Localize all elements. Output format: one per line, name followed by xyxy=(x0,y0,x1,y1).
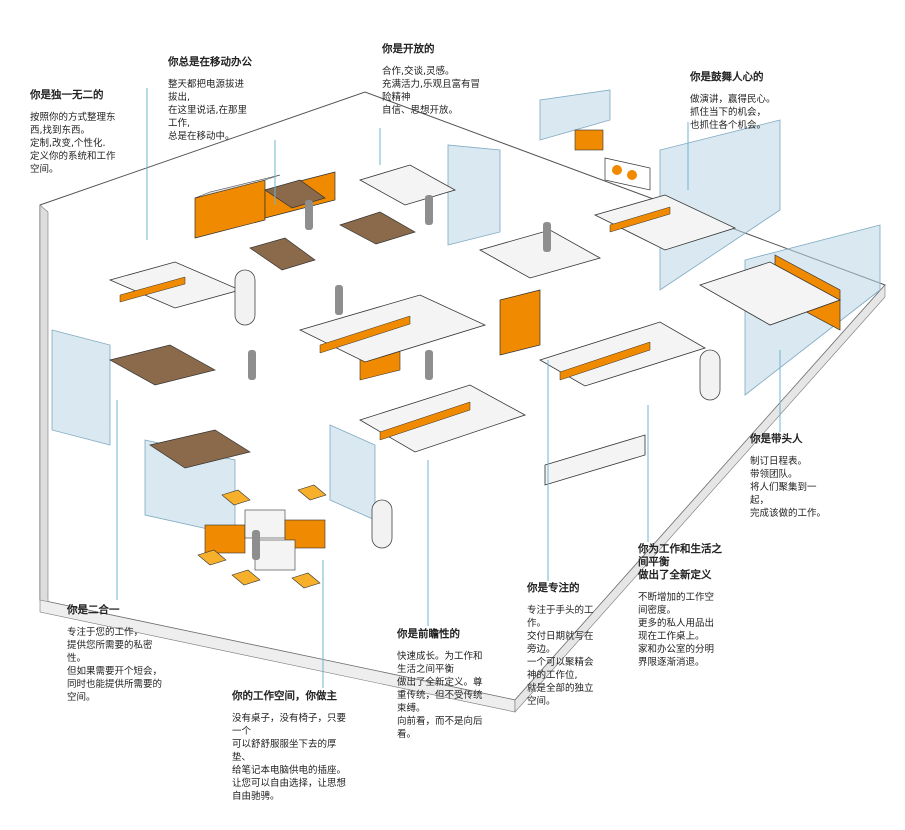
callout-twoinone-title: 你是二合一 xyxy=(67,604,120,616)
callout-balance-line: 更多的私人用品出 xyxy=(638,618,715,629)
callout-mobile-line: 在这里说话,在那里 xyxy=(168,105,248,116)
callout-mobile-title: 你总是在移动办公 xyxy=(168,56,252,68)
callout-twoinone: 你是二合一 专注于您的工作， 提供您所需要的私密 性。 但如果需要开个短会， 同… xyxy=(67,604,197,704)
callout-twoinone-line: 同时也能提供所需要的 xyxy=(67,679,163,690)
callout-open: 你是开放的 合作,交谈,灵感。 充满活力,乐观且富有冒 险精神 自信、思想开放。 xyxy=(382,43,522,117)
callout-twoinone-line: 但如果需要开个短会， xyxy=(67,666,163,677)
callout-leader-line: 带领团队。 xyxy=(750,469,798,480)
callout-forward-line: 看。 xyxy=(397,729,417,740)
callout-open-line: 充满活力,乐观且富有冒 xyxy=(382,79,481,90)
callout-yourspace-line: 给笔记本电脑供电的插座。 xyxy=(232,765,347,776)
callout-inspiring: 你是鼓舞人心的 做演讲，赢得民心。 抓住当下的机会， 也抓住各个机会。 xyxy=(690,71,810,132)
callout-mobile: 你总是在移动办公 整天都把电源拔进 拔出, 在这里说话,在那里 工作, 总是在移… xyxy=(168,56,283,143)
callout-focused-line: 神的工作位, xyxy=(527,670,578,681)
callout-balance-line: 现在工作桌上。 xyxy=(638,631,705,642)
callout-yourspace-line: 没有桌子，没有椅子，只要 xyxy=(232,713,347,724)
callout-leader-line: 起， xyxy=(750,495,770,506)
callout-unique-line: 定义你的系统和工作 xyxy=(30,151,116,162)
callout-mobile-line: 整天都把电源拔进 xyxy=(168,79,245,90)
callout-unique-line: 按照你的方式整理东 xyxy=(30,112,116,123)
callout-twoinone-line: 专注于您的工作， xyxy=(67,627,144,638)
callout-forward-line: 束缚。 xyxy=(397,703,426,714)
callout-yourspace-line: 垫、 xyxy=(232,752,252,763)
callout-leader-title: 你是带头人 xyxy=(750,433,803,445)
callout-yourspace-title: 你的工作空间，你做主 xyxy=(232,690,337,702)
callout-focused-title: 你是专注的 xyxy=(527,582,580,594)
callout-unique: 你是独一无二的 按照你的方式整理东 西,找到东西。 定制,改变,个性化. 定义你… xyxy=(30,89,150,176)
callout-forward-line: 重传统，但不受传统 xyxy=(397,690,483,701)
callout-mobile-line: 拔出, xyxy=(168,92,191,103)
callout-leader-line: 制订日程表。 xyxy=(750,456,808,467)
callout-unique-line: 西,找到东西。 xyxy=(30,125,91,136)
wood-desks xyxy=(109,179,416,469)
callout-balance-title-line: 间平衡 xyxy=(638,556,670,568)
callout-balance-title-line: 你为工作和生活之 xyxy=(638,543,722,555)
callout-forward-line: 快速成长。为工作和 xyxy=(397,651,483,662)
privacy-screens xyxy=(119,206,671,441)
callout-focused-line: 旁边。 xyxy=(527,644,556,655)
callout-open-line: 自信、思想开放。 xyxy=(382,105,459,116)
callout-inspiring-line: 做演讲，赢得民心。 xyxy=(690,94,776,105)
callout-balance: 你为工作和生活之 间平衡 做出了全新定义 不断增加的工作空 间密度。 更多的私人… xyxy=(638,543,748,669)
callout-focused-line: 交付日期就写在 xyxy=(527,631,594,642)
columns xyxy=(234,269,721,549)
lounge-cushions xyxy=(197,484,327,589)
callout-balance-line: 界限逐渐消退。 xyxy=(638,657,705,668)
callout-focused-line: 就是全部的独立 xyxy=(527,683,594,694)
callout-twoinone-line: 性。 xyxy=(67,653,87,664)
callout-mobile-line: 工作, xyxy=(168,118,191,129)
callout-balance-line: 间密度。 xyxy=(638,605,677,616)
people-silhouettes xyxy=(248,195,551,560)
callout-open-line: 合作,交谈,灵感。 xyxy=(382,66,455,77)
callout-leader-line: 完成该做的工作。 xyxy=(750,508,827,519)
callout-yourspace-line: 可以舒舒服服坐下去的厚 xyxy=(232,739,337,750)
callout-forward-line: 生活之间平衡 xyxy=(397,664,455,675)
callout-forward-line: 做出了全新定义。尊 xyxy=(397,677,483,688)
callout-leader: 你是带头人 制订日程表。 带领团队。 将人们聚集到一 起， 完成该做的工作。 xyxy=(750,433,860,520)
callout-focused-line: 一个可以聚精会 xyxy=(527,657,594,668)
callout-mobile-line: 总是在移动中。 xyxy=(168,131,235,142)
callout-focused-line: 专注于手头的工 xyxy=(527,605,594,616)
callout-open-title: 你是开放的 xyxy=(382,43,435,55)
callout-yourspace-line: 一个 xyxy=(232,726,252,737)
callout-forward-title: 你是前瞻性的 xyxy=(397,628,460,640)
callout-leader-line: 将人们聚集到一 xyxy=(750,482,817,493)
callout-forward-line: 向前看，而不是向后 xyxy=(397,716,483,727)
callout-balance-line: 不断增加的工作空 xyxy=(638,592,715,603)
callout-yourspace: 你的工作空间，你做主 没有桌子，没有椅子，只要 一个 可以舒舒服服坐下去的厚 垫… xyxy=(232,690,382,803)
callout-open-line: 险精神 xyxy=(382,92,411,103)
callout-focused-line: 作。 xyxy=(527,618,547,629)
callout-balance-line: 家和办公室的分明 xyxy=(638,644,715,655)
callout-inspiring-title: 你是鼓舞人心的 xyxy=(690,71,764,83)
callout-yourspace-line: 自由驰骋。 xyxy=(232,791,280,802)
callout-twoinone-line: 提供您所需要的私密 xyxy=(67,640,153,651)
callout-twoinone-line: 空间。 xyxy=(67,692,96,703)
presentation-board xyxy=(604,157,651,191)
callout-unique-line: 定制,改变,个性化. xyxy=(30,138,106,149)
callout-unique-line: 空间。 xyxy=(30,164,59,175)
callout-yourspace-line: 让您可以自由选择，让思想 xyxy=(232,778,347,789)
callout-inspiring-line: 也抓住各个机会。 xyxy=(690,120,767,131)
callout-unique-title: 你是独一无二的 xyxy=(30,89,104,101)
callout-balance-title-line: 做出了全新定义 xyxy=(638,569,712,581)
callout-forward: 你是前瞻性的 快速成长。为工作和 生活之间平衡 做出了全新定义。尊 重传统，但不… xyxy=(397,628,517,741)
callout-inspiring-line: 抓住当下的机会， xyxy=(690,107,767,118)
callout-leader-lines xyxy=(116,88,781,688)
callout-balance-title: 你为工作和生活之 间平衡 做出了全新定义 xyxy=(638,543,748,582)
callout-focused: 你是专注的 专注于手头的工 作。 交付日期就写在 旁边。 一个可以聚精会 神的工… xyxy=(527,582,627,708)
callout-focused-line: 空间。 xyxy=(527,696,556,707)
